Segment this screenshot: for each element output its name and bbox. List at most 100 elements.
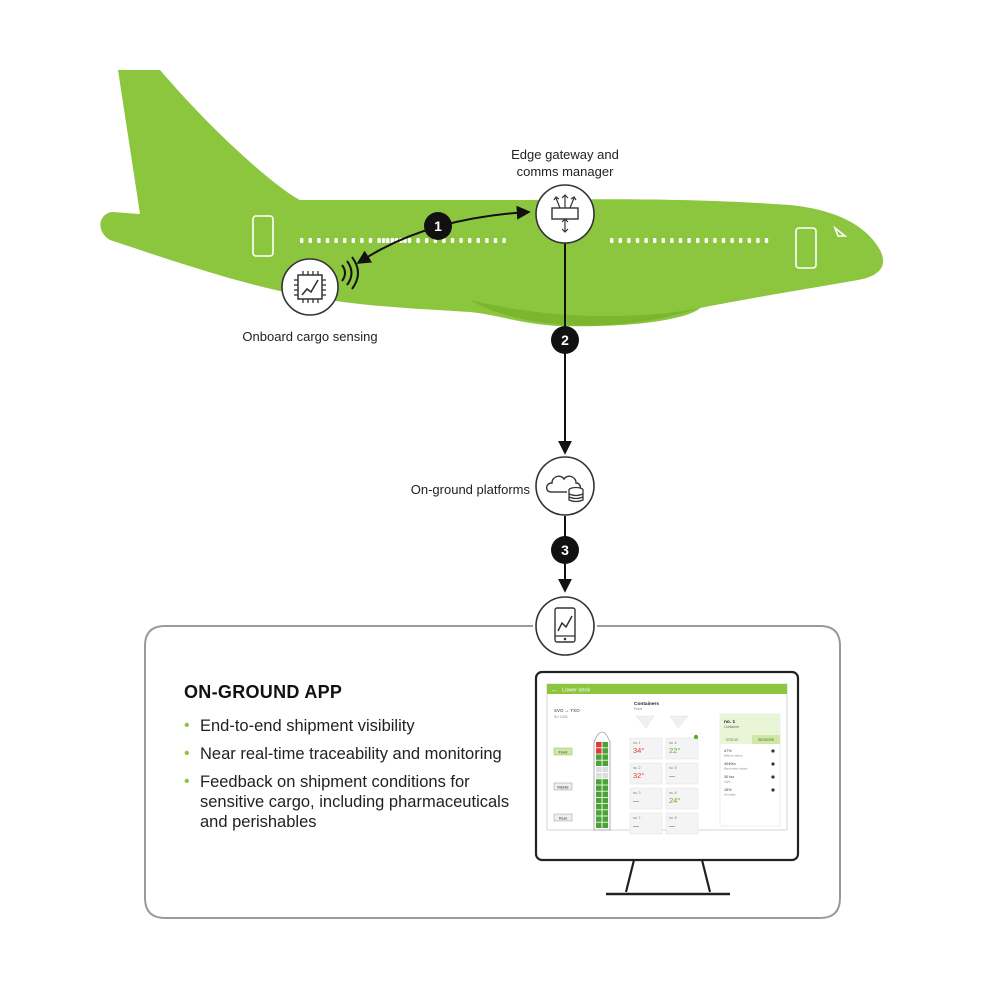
airplane-window [713, 238, 717, 243]
container-temperature: — [633, 824, 639, 830]
cloud-database-icon [535, 456, 595, 516]
container-temperature: 32° [633, 771, 644, 780]
feature-text: End-to-end shipment visibility [200, 717, 415, 735]
seat-cell[interactable] [602, 779, 609, 785]
seat-cell[interactable] [596, 748, 602, 754]
airplane-window [653, 238, 657, 243]
seat-cell[interactable] [602, 822, 609, 828]
container-temperature: 34° [633, 746, 644, 755]
seat-cell[interactable] [602, 810, 609, 816]
container-card[interactable]: no. 232° [629, 762, 663, 785]
screen-route-sub: SU 1234 [554, 715, 568, 719]
monitor-stand [624, 859, 712, 893]
detail-value: 30 lux [724, 775, 734, 779]
detail-label: Light [724, 780, 731, 784]
seat-cell[interactable] [596, 810, 602, 816]
airplane-window [351, 238, 355, 243]
seat-cell[interactable] [602, 785, 609, 791]
container-temperature: 24° [669, 796, 680, 805]
feature-text: Near real-time traceability and monitori… [200, 745, 502, 763]
drop-icon [771, 788, 775, 792]
container-card[interactable]: no. 624° [665, 787, 699, 810]
airplane-window [618, 238, 622, 243]
airplane-window [325, 238, 330, 243]
seat-cell[interactable] [602, 742, 609, 748]
chip-signal-icon [281, 256, 359, 316]
airplane-wing [470, 300, 700, 326]
airplane-window [334, 238, 338, 243]
container-card[interactable]: no. 5 — [665, 762, 699, 785]
container-card[interactable]: no. 3— [629, 787, 663, 810]
airplane-window [696, 238, 700, 243]
gateway-label: Edge gateway and comms manager [480, 146, 650, 180]
container-id: no. 1 [633, 741, 641, 745]
seat-cell[interactable] [596, 791, 602, 797]
airplane-window [627, 238, 631, 243]
feature-item: • End-to-end shipment visibility [184, 716, 514, 736]
container-card[interactable]: no. 134° [629, 737, 663, 760]
cockpit-window [833, 225, 848, 237]
battery-icon [771, 749, 775, 753]
feature-text: Feedback on shipment conditions for sens… [200, 773, 510, 831]
airplane-window [644, 238, 648, 243]
panel-title: ON-GROUND APP [184, 682, 343, 702]
deck-button-rear[interactable]: Rear [553, 813, 573, 822]
airplane-window [747, 238, 751, 243]
seat-cell[interactable] [602, 766, 609, 773]
deck-button-front[interactable]: Front [553, 747, 573, 756]
seat-cell[interactable] [602, 816, 609, 822]
container-id: no. 5 [669, 766, 677, 770]
seat-cell[interactable] [602, 791, 609, 797]
seat-cell[interactable] [596, 804, 602, 810]
svg-text:1: 1 [434, 218, 442, 234]
detail-tab-sensors[interactable]: SENSORS [752, 735, 780, 744]
airplane-window [756, 238, 760, 243]
seat-cell[interactable] [596, 773, 602, 779]
svg-text:Front: Front [559, 750, 569, 754]
airplane-window [308, 238, 312, 243]
screen-back-arrow[interactable]: ← [551, 687, 558, 694]
airplane-window [687, 238, 691, 243]
seat-cell[interactable] [602, 773, 609, 779]
container-id: no. 3 [633, 791, 641, 795]
seat-cell[interactable] [596, 797, 602, 804]
container-temperature: — [669, 774, 675, 780]
seat-cell[interactable] [596, 742, 602, 748]
detail-title: no. 1 [724, 719, 736, 725]
container-temperature: 22° [669, 746, 680, 755]
seat-cell[interactable] [602, 754, 609, 760]
svg-text:Rear: Rear [559, 816, 568, 820]
seat-cell[interactable] [602, 760, 609, 766]
container-id: no. 7 [633, 816, 641, 820]
seat-cell[interactable] [602, 804, 609, 810]
seat-cell[interactable] [596, 754, 602, 760]
seat-cell[interactable] [596, 785, 602, 791]
seat-cell[interactable] [596, 779, 602, 785]
airplane-window [704, 238, 708, 243]
screen-section-sub: Front [634, 707, 642, 711]
app-panel-frame [144, 625, 841, 919]
sun-icon [771, 775, 775, 779]
deck-button-middle[interactable]: Middle [553, 782, 573, 791]
seat-cell[interactable] [602, 748, 609, 754]
step-badge-3: 3 [551, 536, 579, 564]
status-check-icon [693, 734, 699, 740]
seat-cell[interactable] [602, 797, 609, 804]
seat-cell[interactable] [596, 766, 602, 773]
seat-map [593, 731, 611, 831]
step-badge-2: 2 [551, 326, 579, 354]
detail-value: 4040m [724, 762, 736, 766]
seat-cell[interactable] [596, 816, 602, 822]
seat-cell[interactable] [596, 822, 602, 828]
feature-item: •Feedback on shipment conditions for sen… [184, 772, 514, 832]
bullet-dot: • [184, 717, 190, 734]
screen-section-title: Containers [634, 701, 659, 707]
container-card[interactable]: no. 422° [665, 734, 699, 760]
router-antenna-icon [535, 184, 595, 244]
seat-cell[interactable] [596, 760, 602, 766]
container-card[interactable]: no. 8— [665, 812, 699, 835]
container-card[interactable]: no. 7 — [629, 812, 663, 835]
airplane-window [739, 238, 743, 243]
detail-tab-status[interactable]: STATUS [726, 738, 739, 742]
